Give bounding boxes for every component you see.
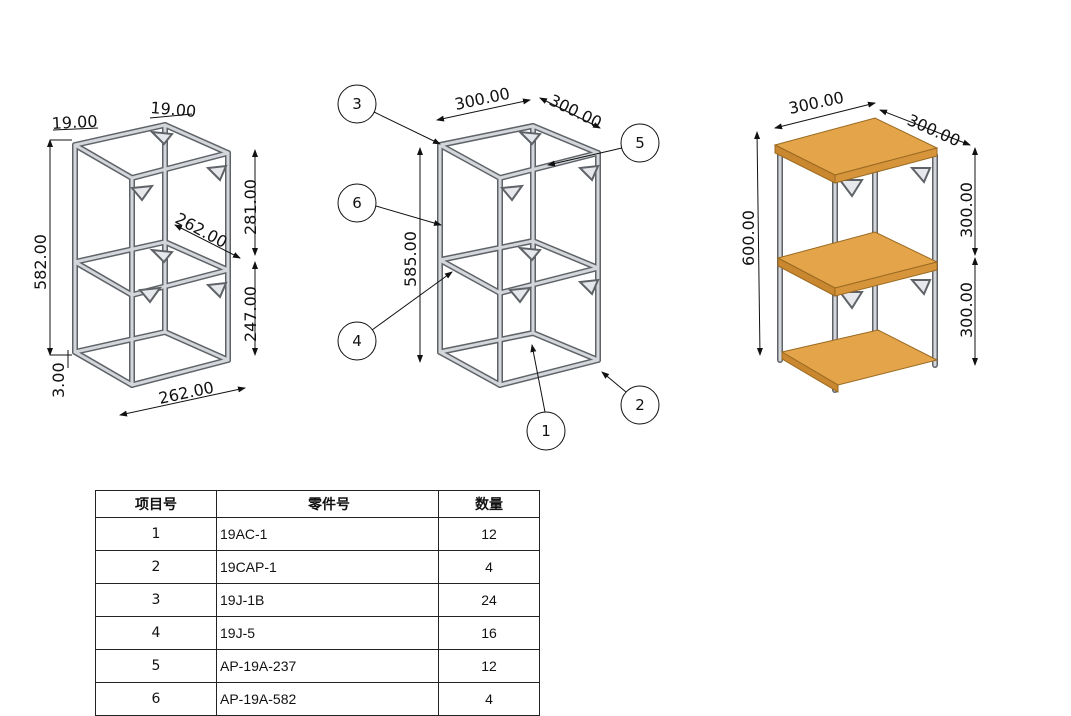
bom-part-number: AP-19A-582 xyxy=(216,682,439,716)
assembly-balloon-labels: 1 2 3 4 5 6 xyxy=(352,95,645,440)
bom-part-number: AP-19A-237 xyxy=(216,649,439,683)
bom-part-number: 19AC-1 xyxy=(216,517,439,551)
assembly-brackets xyxy=(500,130,600,304)
assembly-leaders xyxy=(371,111,627,413)
bom-quantity: 4 xyxy=(438,682,540,716)
bom-item-number: 6 xyxy=(95,682,217,716)
bom-item-number: 2 xyxy=(95,550,217,584)
balloon-6 xyxy=(337,183,377,223)
bom-quantity: 12 xyxy=(438,517,540,551)
bom-header-qty: 数量 xyxy=(438,490,540,518)
shelf-dimension-labels: 300.00 300.00 600.00 300.00 300.00 xyxy=(739,88,976,338)
balloon-label-2: 2 xyxy=(635,396,645,414)
dim-19-left: 19.00 xyxy=(51,112,98,133)
assembly-dimension-lines xyxy=(417,97,601,363)
dim-shelf-width: 300.00 xyxy=(787,88,846,118)
bom-header-item: 项目号 xyxy=(95,490,217,518)
bom-part-number: 19J-1B xyxy=(216,583,439,617)
dim-assembly-depth: 300.00 xyxy=(546,91,605,133)
bom-header-row: 项目号 零件号 数量 xyxy=(95,490,540,518)
bom-header-part: 零件号 xyxy=(216,490,439,518)
middle-shelf-panel xyxy=(776,231,939,297)
bom-row: 2 19CAP-1 4 xyxy=(95,550,540,584)
bom-quantity: 4 xyxy=(438,550,540,584)
frame-dimension-lines xyxy=(47,113,258,417)
shelf-wood-panels xyxy=(773,117,939,393)
bom-quantity: 24 xyxy=(438,583,540,617)
balloon-5 xyxy=(620,123,660,163)
dim-3: 3.00 xyxy=(49,362,68,398)
dim-shelf-height: 600.00 xyxy=(739,210,758,266)
balloon-4 xyxy=(337,321,377,361)
balloon-1 xyxy=(526,411,566,451)
dim-262-depth: 262.00 xyxy=(172,209,230,252)
dim-shelf-upper: 300.00 xyxy=(957,182,976,238)
bom-quantity: 16 xyxy=(438,616,540,650)
dim-shelf-lower: 300.00 xyxy=(957,282,976,338)
assembly-balloons xyxy=(337,84,660,451)
balloon-label-3: 3 xyxy=(352,95,362,113)
dim-582: 582.00 xyxy=(31,234,50,290)
balloon-3 xyxy=(337,84,377,124)
dim-19-top: 19.00 xyxy=(150,98,197,121)
bom-part-number: 19J-5 xyxy=(216,616,439,650)
shelf-brackets xyxy=(838,167,932,310)
balloon-label-1: 1 xyxy=(541,422,551,440)
frame-brackets xyxy=(130,130,228,304)
balloon-label-4: 4 xyxy=(352,332,362,350)
drawing-sheet: 19.00 19.00 582.00 262.00 281.00 247.00 … xyxy=(31,84,978,451)
bill-of-materials-table: 项目号 零件号 数量 1 19AC-1 12 2 19CAP-1 4 3 19J… xyxy=(95,490,540,716)
frame-top-rect xyxy=(72,122,231,181)
bom-item-number: 4 xyxy=(95,616,217,650)
bom-row: 5 AP-19A-237 12 xyxy=(95,649,540,683)
dim-262-width: 262.00 xyxy=(157,378,216,408)
dim-247: 247.00 xyxy=(241,286,260,342)
bom-row: 4 19J-5 16 xyxy=(95,616,540,650)
dim-assembly-width: 300.00 xyxy=(453,84,512,114)
dim-assembly-height: 585.00 xyxy=(401,231,420,287)
balloon-label-6: 6 xyxy=(352,194,362,212)
shelf-dimension-lines xyxy=(754,101,978,366)
bom-item-number: 5 xyxy=(95,649,217,683)
bom-row: 6 AP-19A-582 4 xyxy=(95,682,540,716)
frame-bottom-rect xyxy=(72,329,231,388)
bom-quantity: 12 xyxy=(438,649,540,683)
balloon-label-5: 5 xyxy=(635,134,645,152)
bottom-shelf-panel xyxy=(780,329,939,393)
bom-row: 1 19AC-1 12 xyxy=(95,517,540,551)
bom-row: 3 19J-1B 24 xyxy=(95,583,540,617)
balloon-2 xyxy=(620,385,660,425)
bom-item-number: 3 xyxy=(95,583,217,617)
bom-item-number: 1 xyxy=(95,517,217,551)
dim-281: 281.00 xyxy=(241,179,260,235)
bom-part-number: 19CAP-1 xyxy=(216,550,439,584)
